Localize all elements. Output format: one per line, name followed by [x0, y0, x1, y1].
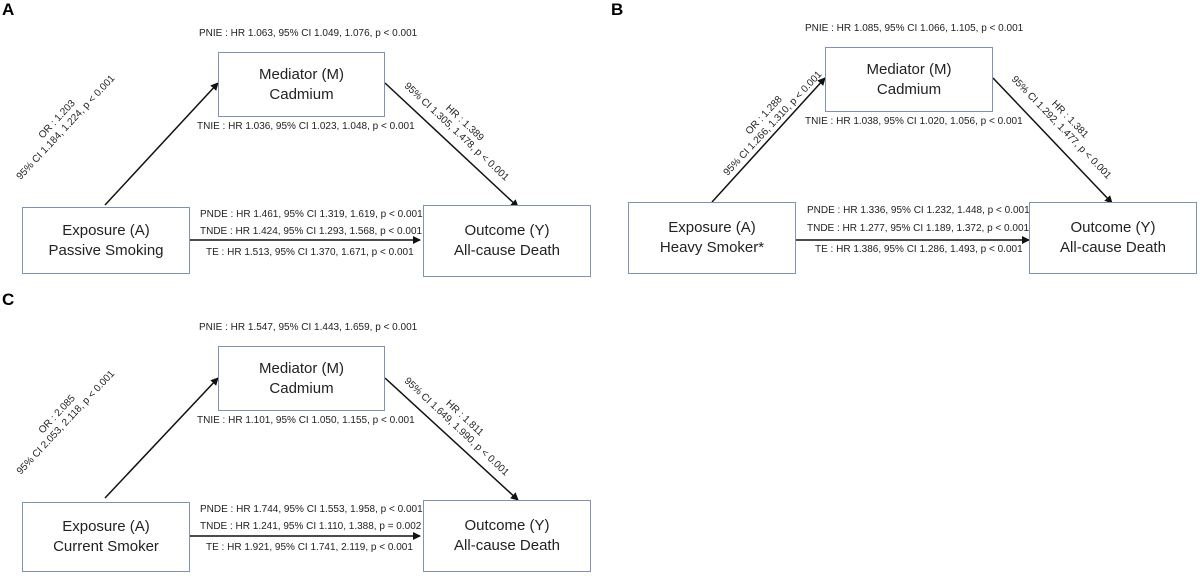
mediator-title-b: Mediator (M) [866, 60, 952, 78]
panel-label-b: B [611, 0, 624, 19]
exposure-name-c: Current Smoker [53, 538, 159, 555]
mediator-name-c: Cadmium [269, 379, 334, 397]
outcome-box-b: Outcome (Y) All-cause Death [1029, 202, 1197, 274]
tnde-label-c: TNDE : HR 1.241, 95% CI 1.110, 1.388, p … [200, 521, 422, 532]
tnie-label-a: TNIE : HR 1.036, 95% CI 1.023, 1.048, p … [197, 121, 415, 132]
mediator-box-b: Mediator (M) Cadmium [825, 47, 993, 112]
tnie-label-b: TNIE : HR 1.038, 95% CI 1.020, 1.056, p … [805, 116, 1023, 127]
outcome-name-b: All-cause Death [1060, 239, 1166, 256]
pnie-label-c: PNIE : HR 1.547, 95% CI 1.443, 1.659, p … [199, 322, 418, 333]
te-label-c: TE : HR 1.921, 95% CI 1.741, 2.119, p < … [206, 542, 413, 553]
te-label-b: TE : HR 1.386, 95% CI 1.286, 1.493, p < … [815, 244, 1023, 255]
exposure-box-a: Exposure (A) Passive Smoking [22, 207, 190, 274]
pnie-label-b: PNIE : HR 1.085, 95% CI 1.066, 1.105, p … [805, 23, 1024, 34]
a-path-arrow-a [104, 82, 219, 206]
exposure-box-c: Exposure (A) Current Smoker [22, 502, 190, 572]
outcome-box-c: Outcome (Y) All-cause Death [423, 500, 591, 572]
pnie-label-a: PNIE : HR 1.063, 95% CI 1.049, 1.076, p … [199, 28, 418, 39]
mediator-box-c: Mediator (M) Cadmium [218, 346, 385, 411]
pnde-label-b: PNDE : HR 1.336, 95% CI 1.232, 1.448, p … [807, 205, 1030, 216]
outcome-name-a: All-cause Death [454, 242, 560, 259]
tnie-label-c: TNIE : HR 1.101, 95% CI 1.050, 1.155, p … [197, 415, 415, 426]
exposure-title-a: Exposure (A) [62, 221, 150, 239]
panel-label-c: C [2, 290, 15, 309]
pnde-label-c: PNDE : HR 1.744, 95% CI 1.553, 1.958, p … [200, 504, 423, 515]
outcome-box-a: Outcome (Y) All-cause Death [423, 205, 591, 277]
pnde-label-a: PNDE : HR 1.461, 95% CI 1.319, 1.619, p … [200, 209, 423, 220]
b-path-arrow-a [384, 82, 519, 208]
exposure-title-b: Exposure (A) [668, 219, 756, 236]
mediator-box-a: Mediator (M) Cadmium [218, 52, 385, 117]
exposure-title-c: Exposure (A) [62, 518, 150, 535]
mediator-title-a: Mediator (M) [258, 65, 344, 83]
tnde-label-a: TNDE : HR 1.424, 95% CI 1.293, 1.568, p … [200, 226, 423, 237]
tnde-label-b: TNDE : HR 1.277, 95% CI 1.189, 1.372, p … [807, 223, 1030, 234]
mediator-name-a: Cadmium [269, 85, 334, 103]
outcome-title-c: Outcome (Y) [464, 517, 550, 534]
exposure-name-b: Heavy Smoker* [659, 239, 765, 256]
outcome-title-b: Outcome (Y) [1070, 219, 1156, 236]
outcome-name-c: All-cause Death [454, 537, 560, 554]
te-label-a: TE : HR 1.513, 95% CI 1.370, 1.671, p < … [206, 247, 414, 258]
b-path-arrow-b [992, 77, 1113, 204]
b-path-arrow-c [384, 377, 519, 501]
a-path-arrow-c [104, 377, 219, 499]
mediator-name-b: Cadmium [876, 80, 942, 98]
panel-label-a: A [2, 0, 15, 19]
a-path-arrow-b [711, 77, 826, 203]
outcome-title-a: Outcome (Y) [464, 222, 550, 239]
exposure-box-b: Exposure (A) Heavy Smoker* [628, 202, 796, 274]
exposure-name-a: Passive Smoking [48, 241, 164, 259]
mediator-title-c: Mediator (M) [258, 359, 344, 377]
